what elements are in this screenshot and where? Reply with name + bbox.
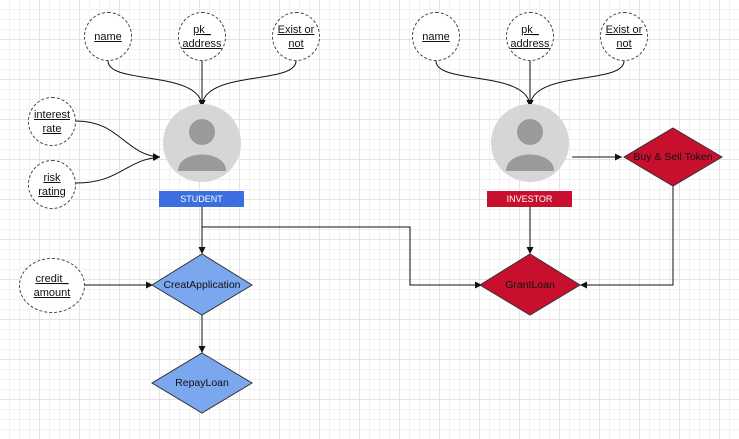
attr-student-exist[interactable]: Exist or not [272, 12, 320, 61]
attr-investor-exist[interactable]: Exist or not [600, 12, 648, 61]
buysell-label: Buy & Sell Token [633, 151, 713, 163]
connector-student-grantloan [202, 226, 482, 289]
connector-risk-rating [75, 154, 161, 184]
investor-label-text: INVESTOR [506, 194, 553, 204]
student-avatar-icon[interactable] [163, 104, 241, 182]
buysell-diamond[interactable] [623, 127, 723, 187]
attr-credit-amount[interactable]: credit_ amount [19, 258, 85, 313]
attr-interest-rate[interactable]: interest rate [28, 97, 76, 146]
attr-risk-rating[interactable]: risk rating [28, 160, 76, 209]
connector-student-name [107, 60, 206, 108]
connector-student-exist [198, 60, 297, 108]
connector-interest-rate [75, 120, 161, 161]
repayloan-label: RepayLoan [175, 377, 229, 389]
connector-buysell-grantloan [580, 186, 674, 289]
connector-investor-exist [526, 60, 625, 108]
grantloan-diamond[interactable] [479, 253, 581, 316]
student-entity-label[interactable]: STUDENT [159, 191, 244, 207]
student-label-text: STUDENT [180, 194, 223, 204]
creatapplication-label: CreatApplication [163, 279, 241, 291]
attr-student-name[interactable]: name [84, 12, 132, 61]
grantloan-label: GrantLoan [505, 279, 555, 291]
repayloan-diamond[interactable] [151, 352, 253, 414]
attr-student-pk-address[interactable]: pk_ address [178, 12, 226, 61]
investor-avatar-icon[interactable] [491, 104, 569, 182]
investor-entity-label[interactable]: INVESTOR [487, 191, 572, 207]
attr-investor-pk-address[interactable]: pk_ address [506, 12, 554, 61]
attr-investor-name[interactable]: name [412, 12, 460, 61]
connector-investor-name [435, 60, 534, 108]
creatapplication-diamond[interactable] [151, 253, 253, 316]
